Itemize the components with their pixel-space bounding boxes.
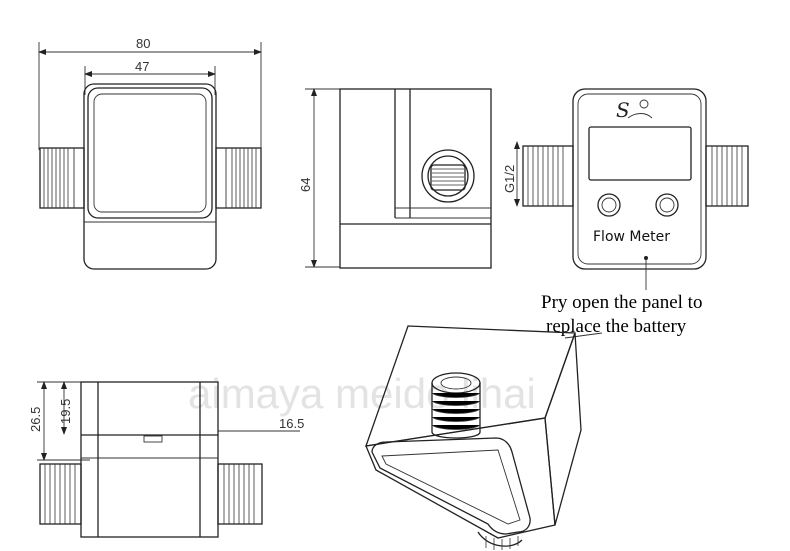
right-button	[655, 193, 679, 217]
dim-overall-length: 80	[136, 36, 150, 51]
annotation-line-1: Pry open the panel to	[541, 292, 702, 313]
left-button	[597, 193, 621, 217]
top-view: 80 47	[38, 36, 262, 270]
panel-label: Flow Meter	[593, 229, 670, 245]
front-view: G1/2 S Flow Meter	[502, 88, 749, 270]
isometric-view	[365, 325, 582, 550]
dim-thread: G1/2	[502, 165, 517, 193]
dim-height: 64	[298, 178, 313, 192]
bottom-view: 26.5 19.5 16.5	[28, 381, 304, 538]
dim-side-offset: 16.5	[279, 416, 304, 431]
dim-body-width: 47	[135, 59, 149, 74]
watermark: aimaya meido lihai	[188, 370, 536, 417]
side-view: 64	[298, 88, 492, 269]
brand-logo-icon: S	[616, 98, 630, 122]
dim-side-height: 26.5	[28, 407, 43, 432]
dim-side-inner-height: 19.5	[58, 399, 73, 424]
annotation-line-2: replace the battery	[546, 316, 687, 337]
